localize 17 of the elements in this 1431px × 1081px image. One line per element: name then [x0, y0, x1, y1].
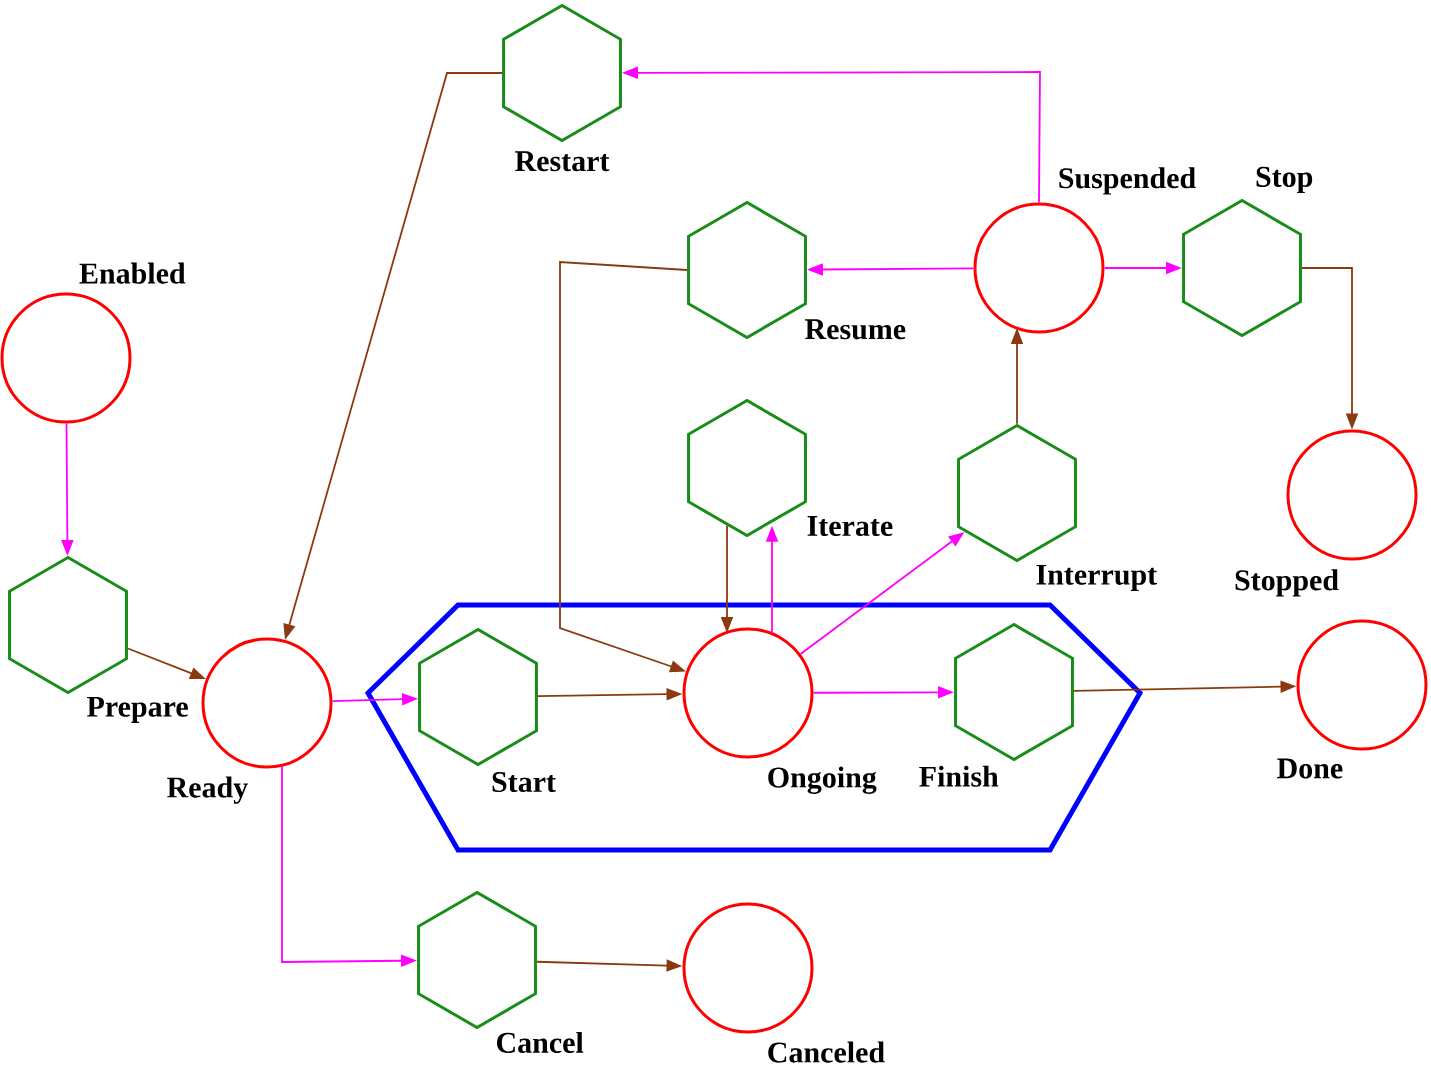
node-label: Ongoing	[768, 766, 877, 794]
node-label: Stopped	[1235, 569, 1339, 597]
node-label: Iterate	[807, 516, 893, 537]
node-label: Stop	[1256, 166, 1313, 194]
node-label: Done	[1277, 758, 1343, 779]
node-label: Interrupt	[1036, 564, 1158, 591]
node-label: Ready	[167, 776, 248, 804]
node-label: Start	[492, 771, 556, 793]
node-label: Enabled	[79, 262, 186, 284]
arrow	[559, 261, 688, 673]
node-label: Resume	[804, 319, 906, 340]
node-label: Canceled	[768, 1041, 885, 1063]
node-label: Restart	[515, 151, 610, 172]
node-label: Prepare	[87, 696, 188, 723]
node-label: Suspended	[1059, 167, 1196, 195]
node-label: Cancel	[496, 1031, 584, 1053]
node-label: Finish	[919, 765, 999, 787]
